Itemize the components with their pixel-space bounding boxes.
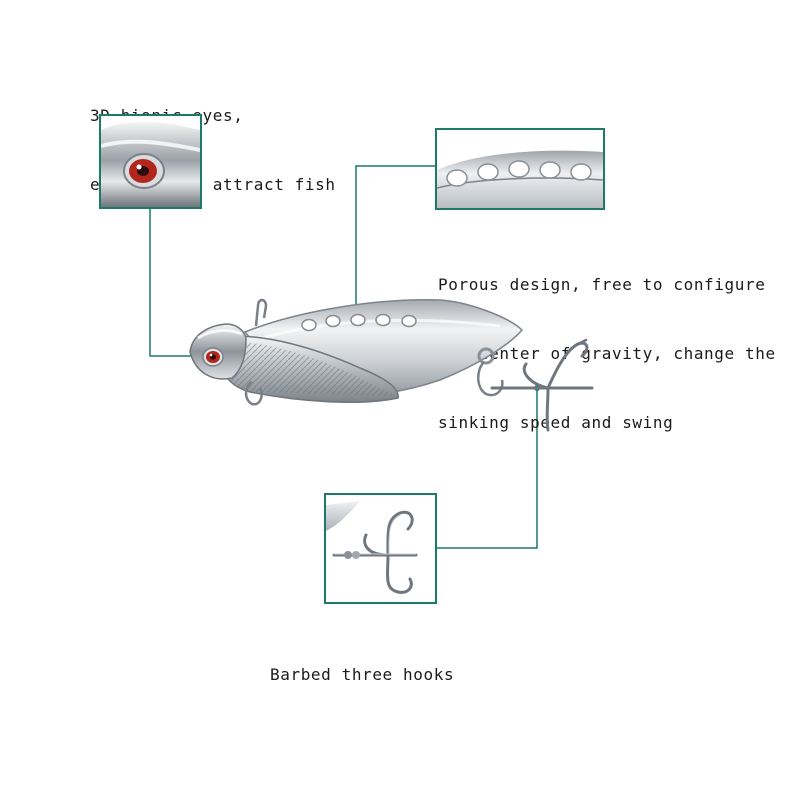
lure-holes-closeup-icon (437, 150, 603, 208)
hooks-callout-line-1: Barbed three hooks (270, 665, 455, 684)
treble-hook-closeup-icon (326, 501, 418, 594)
holes-detail-inset (435, 128, 605, 210)
porous-callout-label: Porous design, free to configure the cen… (438, 227, 776, 457)
lure-eye-closeup-icon (101, 121, 200, 207)
hooks-detail-inset (324, 493, 437, 604)
hooks-callout-label: Barbed three hooks (270, 617, 454, 709)
porous-callout-line-1: Porous design, free to configure (438, 275, 766, 294)
holes-connector-line (355, 165, 437, 320)
eye-connector-line (149, 209, 210, 357)
eye-detail-inset (99, 114, 202, 209)
hooks-connector-line (437, 388, 538, 549)
porous-callout-line-3: sinking speed and swing (438, 413, 674, 432)
